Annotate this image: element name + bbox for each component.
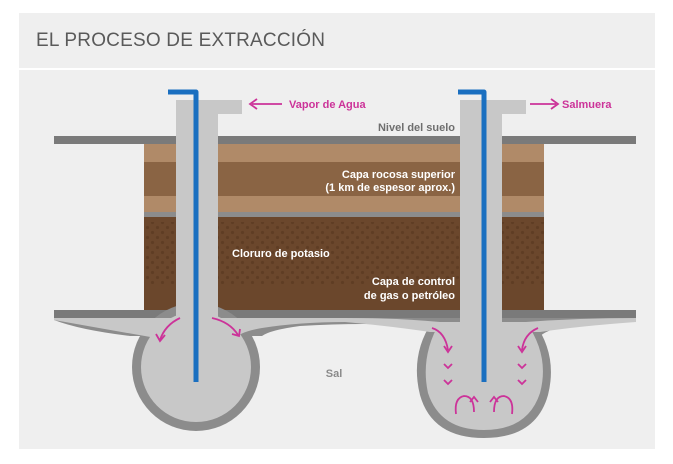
right-extraction-pipe <box>458 89 487 382</box>
title-divider <box>19 68 655 70</box>
salt-label: Sal <box>326 368 343 380</box>
right-shaft <box>460 100 526 330</box>
salmuera-label: Salmuera <box>562 99 612 111</box>
control-layer-label-2: de gas o petróleo <box>364 290 455 302</box>
salt-line-left <box>54 310 636 318</box>
ground-level-label: Nivel del suelo <box>378 122 455 134</box>
stratum-top <box>144 144 544 162</box>
control-layer-label-1: Capa de control <box>372 276 455 288</box>
stratum-mid <box>144 196 544 212</box>
right-flow-arrows <box>431 327 539 415</box>
upper-rock-label-2: (1 km de espesor aprox.) <box>325 182 455 194</box>
right-cavern <box>345 318 636 438</box>
vapor-arrow <box>248 98 282 110</box>
mid-rock-line <box>144 212 544 217</box>
vapor-label: Vapor de Agua <box>289 99 366 111</box>
potash-label: Cloruro de potasio <box>232 248 330 260</box>
upper-rock-label-1: Capa rocosa superior <box>342 169 456 181</box>
page-title: EL PROCESO DE EXTRACCIÓN <box>36 30 326 51</box>
ground-line <box>54 136 636 144</box>
salmuera-arrow <box>530 98 560 110</box>
left-injection-pipe <box>168 89 199 382</box>
left-flow-arrows <box>155 317 241 343</box>
